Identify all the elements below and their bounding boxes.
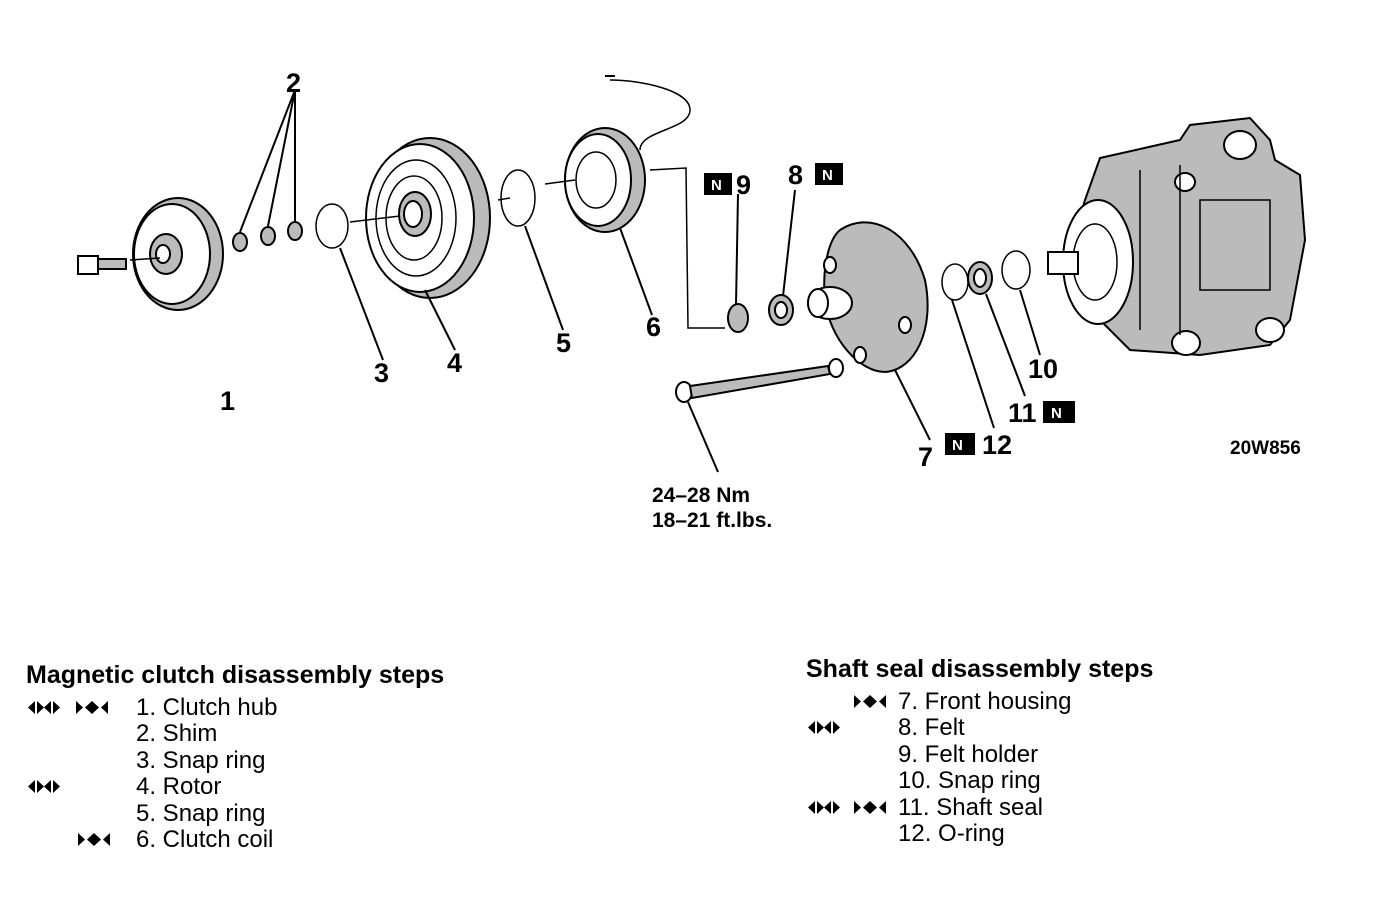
callout-7: 7 — [918, 442, 933, 472]
step-label: 3. Snap ring — [136, 746, 266, 774]
torque-nm: 24–28 Nm — [652, 484, 750, 507]
mark-diamond-lr-icon — [28, 700, 62, 714]
special-tool-marks — [26, 801, 136, 827]
step-label: 9. Felt holder — [898, 740, 1039, 768]
special-tool-marks — [26, 695, 136, 721]
clutch-coil — [564, 75, 691, 233]
step-label: 6. Clutch coil — [136, 826, 274, 853]
callout-1: 1 — [220, 386, 235, 416]
magnetic-clutch-heading: Magnetic clutch disassembly steps — [26, 661, 445, 689]
shaft-seal — [967, 261, 993, 295]
step-label: 4. Rotor — [136, 773, 222, 800]
special-tool-marks — [806, 715, 916, 741]
n-badge-8: N — [815, 163, 843, 185]
callout-6: 6 — [646, 312, 661, 342]
mark-diamond-lr-icon — [808, 721, 842, 734]
step-label: 5. Snap ring — [136, 799, 266, 827]
mark-diamond-rl-icon — [76, 700, 110, 714]
svg-text:N: N — [952, 437, 963, 454]
magnetic-clutch-steps: Magnetic clutch disassembly steps 1. Clu… — [26, 662, 546, 912]
step-label: 2. Shim — [136, 720, 218, 747]
special-tool-marks — [806, 795, 916, 821]
compressor-body — [1047, 116, 1307, 357]
clutch-hub — [132, 197, 224, 311]
step-label: 8. Felt — [898, 714, 965, 741]
snap-ring-5 — [500, 169, 536, 227]
through-bolt — [675, 358, 844, 403]
list-item: 9. Felt holder — [806, 740, 1306, 769]
callout-5: 5 — [556, 328, 571, 358]
list-item: 1. Clutch hub — [26, 693, 546, 722]
mark-diamond-lr-icon — [808, 800, 842, 814]
list-item: 3. Snap ring — [26, 746, 546, 775]
callout-4: 4 — [447, 348, 462, 378]
callout-10: 10 — [1028, 354, 1058, 384]
svg-text:N: N — [711, 177, 722, 194]
callout-11: 11 — [1008, 398, 1037, 428]
callout-3: 3 — [374, 358, 389, 388]
felt — [768, 294, 794, 326]
special-tool-marks — [26, 721, 136, 747]
mark-diamond-lr-icon — [28, 780, 62, 793]
snap-ring-3 — [315, 203, 349, 249]
list-item: 11. Shaft seal — [806, 793, 1306, 822]
list-item: 8. Felt — [806, 714, 1306, 742]
list-item: 5. Snap ring — [26, 799, 546, 828]
mark-diamond-rl-icon — [854, 694, 888, 708]
n-badge-7: N — [945, 433, 975, 455]
snap-ring-10 — [1001, 250, 1031, 290]
shims — [232, 221, 303, 252]
list-item: 6. Clutch coil — [26, 826, 546, 854]
mark-diamond-rl-icon — [78, 833, 112, 846]
svg-text:N: N — [822, 167, 833, 184]
n-badge-11: N — [1043, 401, 1075, 423]
callout-12: 12 — [982, 430, 1012, 460]
step-label: 1. Clutch hub — [136, 693, 278, 721]
list-item: 2. Shim — [26, 720, 546, 748]
exploded-compressor-diagram: 1 2 3 4 5 6 7 8 9 10 11 12 N N N N 24–28… — [77, 68, 1307, 532]
felt-holder — [727, 303, 749, 333]
hub-bolt — [77, 255, 127, 275]
step-label: 7. Front housing — [898, 687, 1072, 715]
shaft-seal-steps: Shaft seal disassembly steps 7. Front ho… — [806, 656, 1306, 916]
step-label: 11. Shaft seal — [898, 793, 1043, 821]
o-ring — [941, 263, 969, 301]
special-tool-marks — [26, 827, 136, 853]
callout-2: 2 — [286, 68, 301, 98]
list-item: 10. Snap ring — [806, 767, 1306, 795]
callout-9: 9 — [736, 170, 751, 200]
figure-code: 20W856 — [1230, 438, 1301, 459]
step-label: 12. O-ring — [898, 820, 1005, 847]
special-tool-marks — [26, 774, 136, 800]
step-label: 10. Snap ring — [898, 767, 1041, 794]
shaft-seal-heading: Shaft seal disassembly steps — [806, 655, 1154, 683]
callout-8: 8 — [788, 160, 803, 190]
front-housing — [807, 221, 929, 374]
list-item: 7. Front housing — [806, 687, 1306, 716]
torque-ftlbs: 18–21 ft.lbs. — [652, 509, 772, 532]
n-badge-9: N — [704, 173, 732, 195]
svg-text:N: N — [1051, 405, 1062, 422]
special-tool-marks — [26, 748, 136, 774]
list-item: 12. O-ring — [806, 820, 1306, 848]
mark-diamond-rl-icon — [854, 800, 888, 814]
list-item: 4. Rotor — [26, 773, 546, 801]
special-tool-marks — [806, 689, 916, 715]
